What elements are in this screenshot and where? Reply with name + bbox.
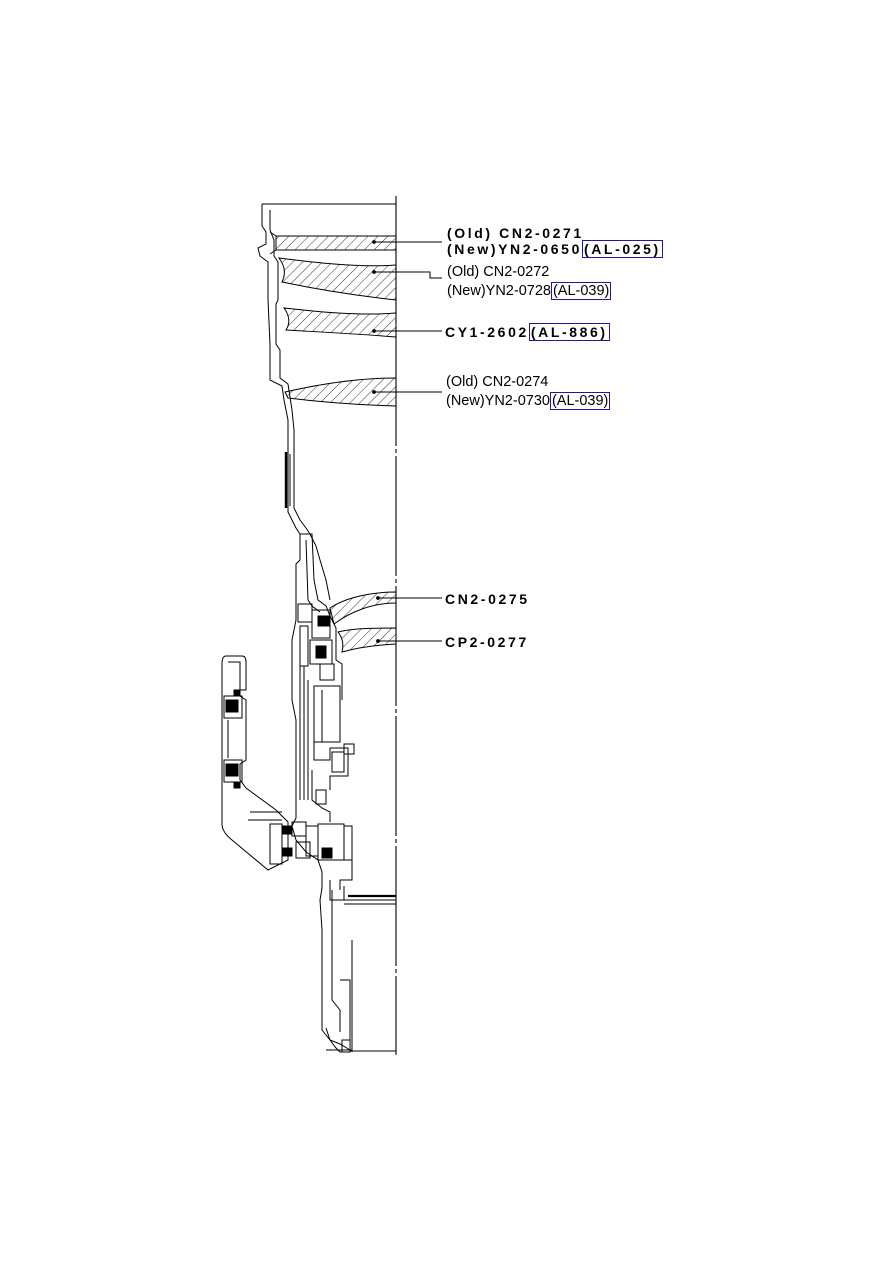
callout-1-new-part: (New)YN2-0650: [447, 241, 582, 257]
callout-3-line: CY1-2602(AL-886): [445, 323, 610, 341]
mount-assembly: [291, 821, 396, 1053]
callout-3-part: CY1-2602: [445, 324, 529, 340]
callout-3-reference-box: (AL-886): [528, 323, 610, 341]
callout-1-old-part: (Old) CN2-0271: [447, 225, 584, 241]
callout-2-new-part-line: (New)YN2-0728(AL-039): [447, 282, 612, 300]
callout-5-part: CN2-0275: [445, 591, 530, 607]
lens-element-5: [329, 591, 397, 625]
callout-4-reference-box: (AL-039): [549, 392, 611, 410]
lens-element-2: [277, 257, 397, 301]
barrel-inner-profile: [269, 210, 331, 601]
mechanism-assembly: [297, 533, 355, 822]
leader-lines: [372, 240, 442, 643]
focus-ring-grip: [221, 655, 293, 871]
callout-1-new-part-line: (New)YN2-0650(AL-025): [447, 240, 663, 258]
callout-4-new-part: (New)YN2-0730: [446, 393, 550, 409]
callout-4-old-part: (Old) CN2-0274: [446, 374, 549, 390]
callout-6-part: CP2-0277: [445, 634, 529, 650]
lens-element-4: [284, 377, 397, 407]
callout-4-new-part-line: (New)YN2-0730(AL-039): [446, 392, 611, 410]
callout-1-reference-box: (AL-025): [581, 240, 663, 258]
callout-2-old-part: (Old) CN2-0272: [447, 264, 550, 280]
lens-element-1: [269, 231, 397, 255]
lens-element-6: [337, 627, 397, 653]
barrel-outer-profile: [257, 204, 301, 827]
callout-2-reference-box: (AL-039): [550, 282, 612, 300]
callout-2-new-part: (New)YN2-0728: [447, 283, 551, 299]
lens-element-3: [282, 307, 397, 338]
